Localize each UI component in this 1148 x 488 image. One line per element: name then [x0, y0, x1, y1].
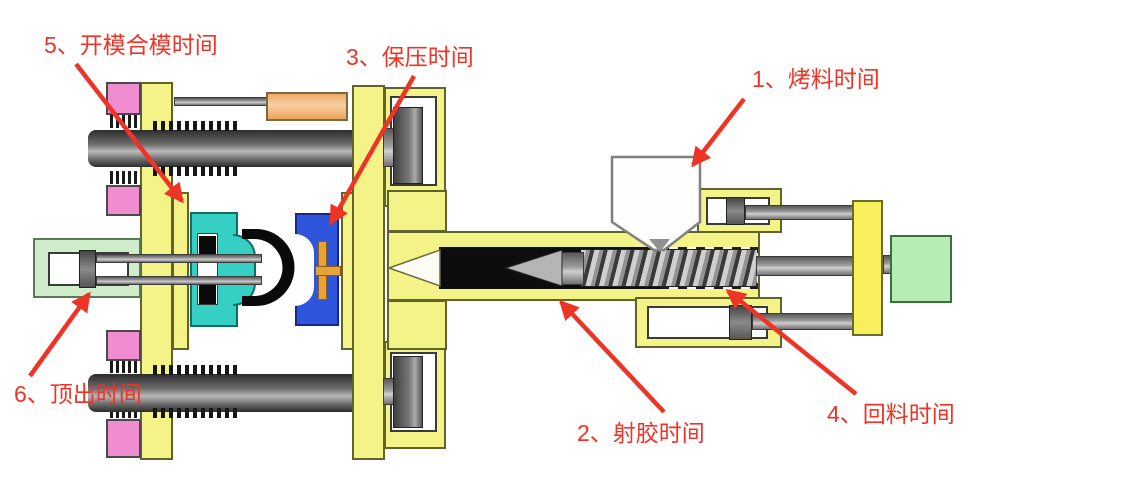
fixed-platen	[352, 85, 385, 460]
arrow-to-hopper	[691, 97, 746, 168]
label-recovery-time: 4、回料时间	[827, 401, 955, 427]
carriage-rod-bottom	[752, 313, 855, 330]
core-mold-bump	[233, 234, 256, 306]
tie-bar-bottom	[88, 374, 355, 412]
screw-flights	[581, 249, 757, 287]
spring-block-1	[106, 82, 141, 115]
tie-bar-threads-bottom-upper	[153, 365, 237, 375]
barrel-flange-bottom	[387, 300, 447, 350]
spring-block-4	[106, 419, 141, 458]
screw-shaft	[560, 252, 584, 285]
spring-block-3	[106, 330, 141, 361]
ejector-pin-bottom	[96, 276, 262, 285]
tie-bar-nut-bottom	[393, 356, 423, 428]
label-drying-time: 1、烤料时间	[752, 66, 880, 92]
tie-bar-nut-top	[393, 107, 423, 184]
carriage-piston-top	[726, 197, 745, 225]
label-holding-pressure-time: 3、保压时间	[346, 44, 474, 70]
carriage-rod-top	[745, 205, 855, 220]
ejector-piston	[79, 250, 96, 288]
injection-end-plate	[852, 200, 883, 336]
cavity-notch	[295, 234, 314, 306]
sprue-channel-horizontal	[315, 266, 341, 276]
tie-bar-threads-top-lower	[153, 166, 237, 176]
mold-backing-plate-left	[172, 192, 189, 350]
screw-drive-shaft	[756, 256, 856, 276]
spring-block-2	[106, 185, 141, 216]
label-ejection-time: 6、顶出时间	[14, 381, 142, 407]
spring-coil-1	[110, 115, 137, 128]
carriage-piston-bottom	[729, 305, 752, 340]
arrow-to-ejector	[28, 291, 91, 378]
core-insert-top	[199, 236, 216, 257]
tie-bar-threads-bottom-lower	[153, 408, 237, 418]
core-insert-bottom	[199, 283, 216, 304]
barrel-flange-top	[387, 190, 447, 232]
tie-bar-threads-top-upper	[153, 121, 237, 131]
upper-guide-rod	[174, 97, 268, 106]
label-injection-time: 2、射胶时间	[577, 420, 705, 446]
spring-coil-2	[110, 171, 137, 184]
carriage-cylinder-orange	[266, 92, 348, 121]
spring-coil-3	[110, 361, 137, 373]
screw-drive-motor	[890, 235, 952, 303]
tie-bar-top	[88, 130, 355, 167]
label-mold-open-close-time: 5、开模合模时间	[44, 32, 218, 58]
ejector-pin-top	[96, 254, 262, 263]
